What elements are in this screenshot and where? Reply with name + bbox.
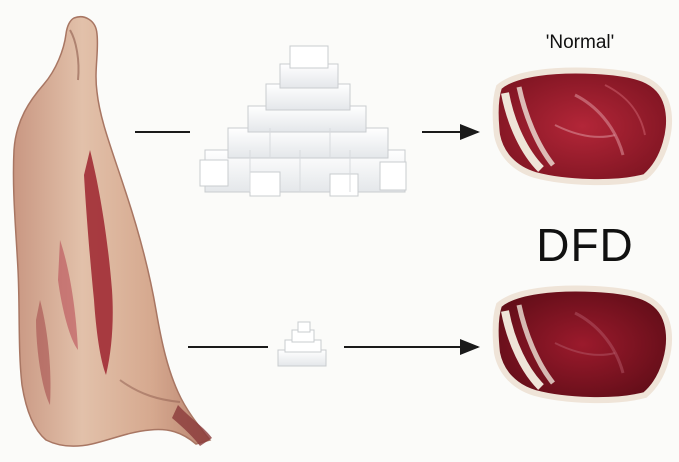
sugar-cube-pyramid-large-icon <box>200 46 406 196</box>
dfd-label: DFD <box>520 218 650 272</box>
beef-carcass-icon <box>13 17 212 446</box>
sugar-cube-pyramid-small-icon <box>278 322 326 366</box>
rib-steak-dfd-icon <box>496 289 669 401</box>
normal-label: 'Normal' <box>505 32 655 54</box>
rib-steak-normal-icon <box>496 71 669 183</box>
